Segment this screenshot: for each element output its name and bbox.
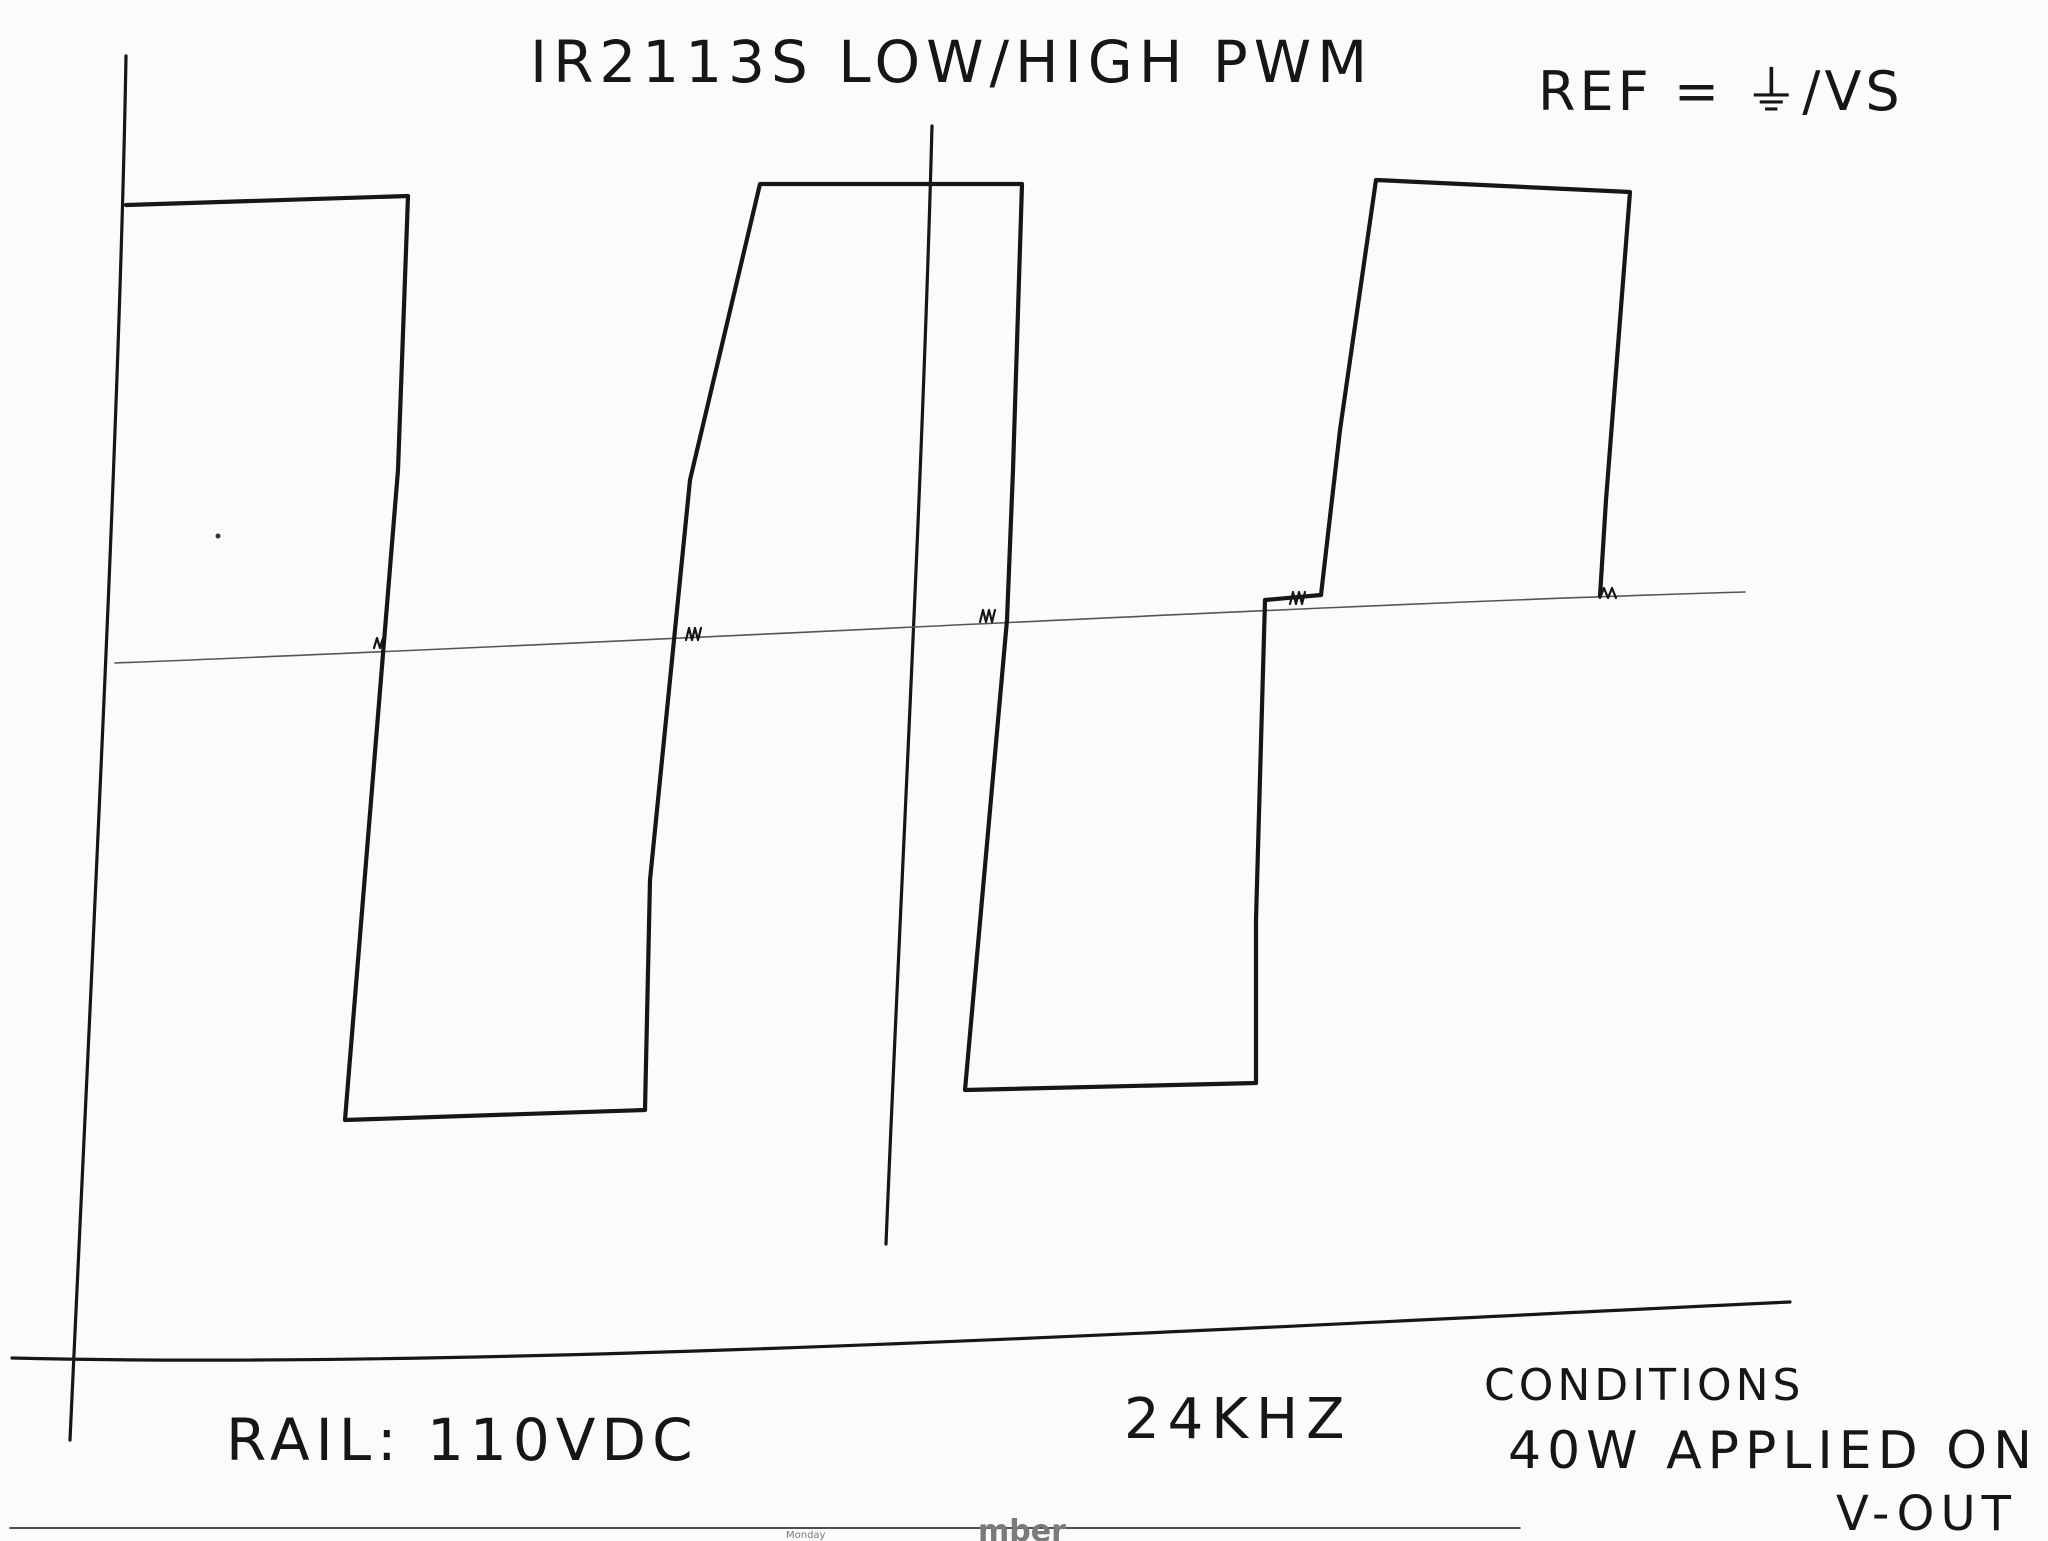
conditions-heading: CONDITIONS [1484, 1360, 1804, 1411]
reference-label: REF = ⏚/VS [1538, 60, 1904, 123]
conditions-load: 40W APPLIED ON [1508, 1421, 2038, 1481]
ringing-mark [978, 608, 997, 624]
ringing-mark [684, 626, 703, 642]
ringing-mark [1288, 590, 1307, 606]
ringing-mark [372, 636, 385, 650]
frequency-label: 24KHZ [1124, 1387, 1352, 1452]
midline-reference [114, 591, 1746, 664]
bottom-horizontal-axis [10, 1300, 1792, 1362]
rail-voltage-label: RAIL: 110VDC [226, 1406, 699, 1474]
switching-ringing-marks [372, 586, 1618, 650]
diagram-title: IR2113S LOW/HIGH PWM [530, 28, 1373, 96]
calendar-word-fragment: mber [978, 1514, 1066, 1541]
calendar-day-fragment: Monday [786, 1530, 826, 1541]
conditions-output: V-OUT [1836, 1486, 2017, 1541]
middle-vertical-divider [884, 124, 934, 1246]
pwm-waveform-segment-1 [123, 177, 1633, 1123]
ringing-mark [1598, 586, 1618, 600]
left-vertical-axis [68, 54, 128, 1442]
stray-ink-dot [215, 533, 221, 539]
